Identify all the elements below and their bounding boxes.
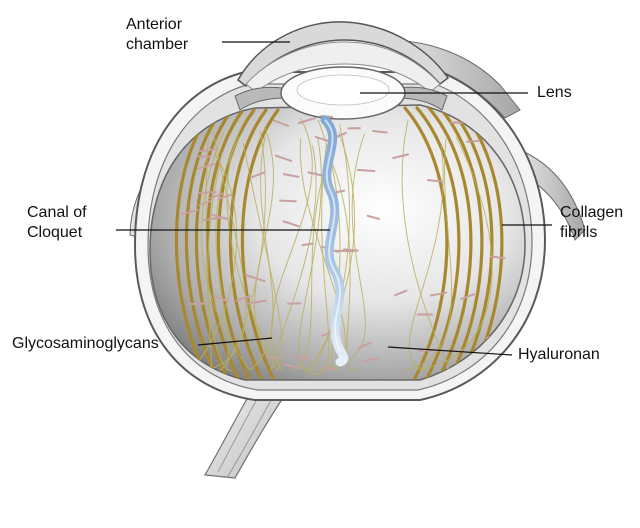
label-lens: Lens [537, 83, 572, 103]
glycosaminoglycan-bridge [190, 304, 206, 305]
label-glycosaminoglycans: Glycosaminoglycans [12, 334, 159, 354]
label-hyaluronan: Hyaluronan [518, 345, 600, 365]
glycosaminoglycan-bridge [280, 201, 296, 202]
glycosaminoglycan-bridge [467, 141, 479, 142]
glycosaminoglycan-bridge [428, 180, 442, 181]
glycosaminoglycan-bridge [269, 357, 280, 358]
label-anterior-chamber: Anterior chamber [126, 15, 188, 55]
glycosaminoglycan-bridge [199, 192, 216, 193]
glycosaminoglycan-bridge [358, 170, 375, 171]
label-canal-of-cloquet: Canal of Cloquet [27, 203, 87, 243]
glycosaminoglycan-bridge [303, 244, 313, 245]
label-collagen-fibrils: Collagen fibrils [560, 203, 623, 243]
glycosaminoglycan-bridge [373, 131, 387, 132]
